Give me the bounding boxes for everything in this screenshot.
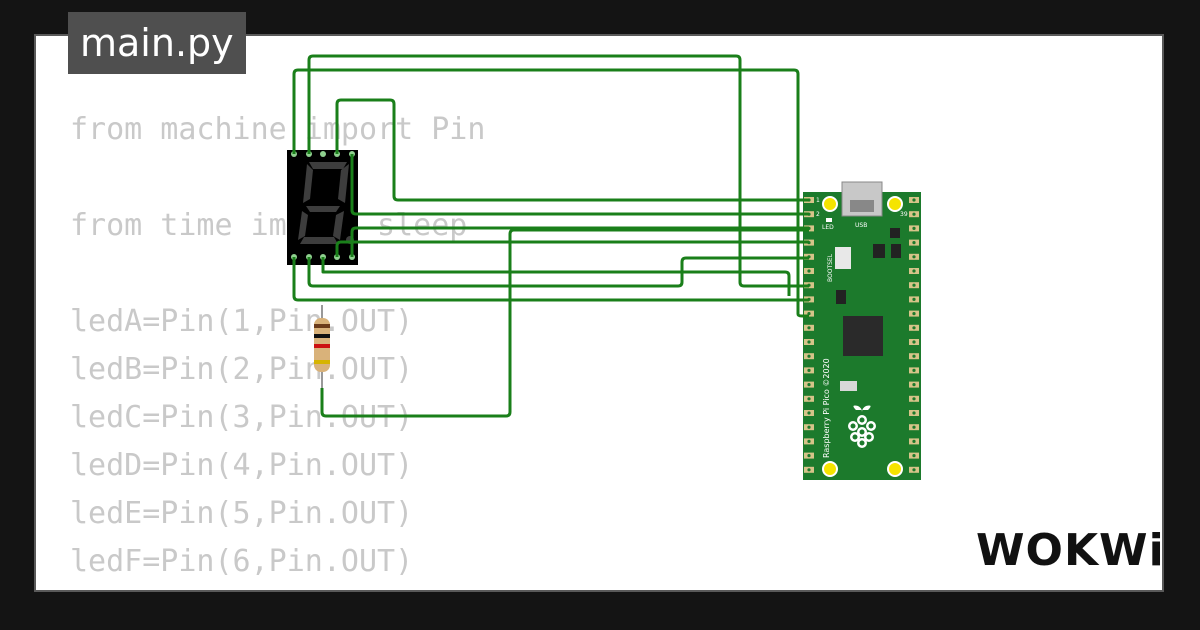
segment-b	[338, 164, 349, 203]
wire-7	[307, 256, 809, 288]
pico-pin-hole	[807, 439, 811, 443]
pico-pin-hole	[912, 411, 916, 415]
crystal-chip	[873, 244, 885, 258]
pico-pin-hole	[807, 468, 811, 472]
pico-pin-hole	[912, 255, 916, 259]
wire-5	[350, 226, 809, 257]
wire-6	[335, 240, 809, 257]
wire-9	[321, 257, 791, 296]
wire-2	[292, 68, 809, 318]
wokwi-logo: WOKWi	[976, 525, 1165, 576]
pico-pin-hole	[912, 241, 916, 245]
segment-d	[300, 237, 338, 244]
segment-f	[303, 164, 313, 203]
led-label: LED	[822, 224, 834, 231]
mount-hole-top-left	[822, 196, 838, 212]
pico-pin-hole	[912, 212, 916, 216]
display-segments	[298, 162, 354, 244]
pico-pin-hole	[807, 326, 811, 330]
wires	[292, 54, 809, 418]
bootsel-button	[835, 247, 851, 269]
regulator-chip	[891, 244, 901, 258]
pico-pin-hole	[912, 397, 916, 401]
resistor-band-2	[314, 334, 330, 338]
wire-4	[350, 154, 809, 216]
board-name-label: Raspberry Pi Pico ©2020	[822, 358, 831, 458]
pico-pin-hole	[807, 354, 811, 358]
pin1-label: 1	[816, 197, 820, 204]
usb-label: USB	[855, 222, 867, 229]
pico-pin-hole	[807, 383, 811, 387]
wire-1	[307, 54, 809, 288]
pico-pins-right	[909, 197, 919, 473]
raspberry-pi-pico[interactable]: LED USB 1 2 39 BOOTSEL Raspberry Pi Pico…	[803, 181, 921, 480]
pico-pin-hole	[912, 468, 916, 472]
pico-pin-hole	[807, 340, 811, 344]
wire-8	[292, 257, 809, 302]
pico-pin-hole	[912, 454, 916, 458]
small-chip	[890, 228, 900, 238]
debug-pad	[840, 381, 857, 391]
flash-chip	[836, 290, 846, 304]
bootsel-label: BOOTSEL	[827, 253, 834, 282]
wire-10	[320, 228, 809, 418]
pico-pin-hole	[912, 439, 916, 443]
pico-pin-hole	[912, 269, 916, 273]
pin2-label: 2	[816, 211, 820, 218]
pico-pin-hole	[912, 312, 916, 316]
pico-pin-hole	[912, 297, 916, 301]
resistor-band-3	[314, 344, 330, 348]
pin39-label: 39	[900, 211, 908, 218]
pico-pin-hole	[912, 425, 916, 429]
wire-3	[335, 98, 809, 202]
pico-pin-hole	[807, 425, 811, 429]
segment-a	[309, 162, 347, 169]
resistor[interactable]	[314, 305, 330, 388]
pico-pin-hole	[912, 354, 916, 358]
pico-pin-hole	[912, 283, 916, 287]
rp2040-chip	[843, 316, 883, 356]
pico-pin-hole	[912, 326, 916, 330]
mount-hole-bottom-right	[887, 461, 903, 477]
pico-pin-hole	[807, 269, 811, 273]
onboard-led	[826, 218, 832, 222]
raspberry-logo-icon	[848, 405, 876, 448]
resistor-band-1	[314, 324, 330, 328]
pico-pin-hole	[912, 383, 916, 387]
seven-segment-display[interactable]	[287, 150, 358, 265]
pico-pin-hole	[807, 411, 811, 415]
usb-port	[850, 200, 874, 212]
mount-hole-top-right	[887, 196, 903, 212]
pico-pin-hole	[807, 397, 811, 401]
mount-hole-bottom-left	[822, 461, 838, 477]
segment-c	[333, 211, 344, 240]
pico-pin-hole	[807, 312, 811, 316]
pico-pin-hole	[912, 198, 916, 202]
segment-e	[298, 211, 308, 240]
file-tab[interactable]: main.py	[68, 12, 246, 74]
pico-pin-hole	[807, 454, 811, 458]
pico-pin-hole	[912, 340, 916, 344]
segment-g	[306, 206, 340, 212]
pico-pin-hole	[912, 368, 916, 372]
pico-pin-hole	[807, 368, 811, 372]
resistor-band-4	[314, 360, 330, 364]
pico-pin-hole	[912, 226, 916, 230]
